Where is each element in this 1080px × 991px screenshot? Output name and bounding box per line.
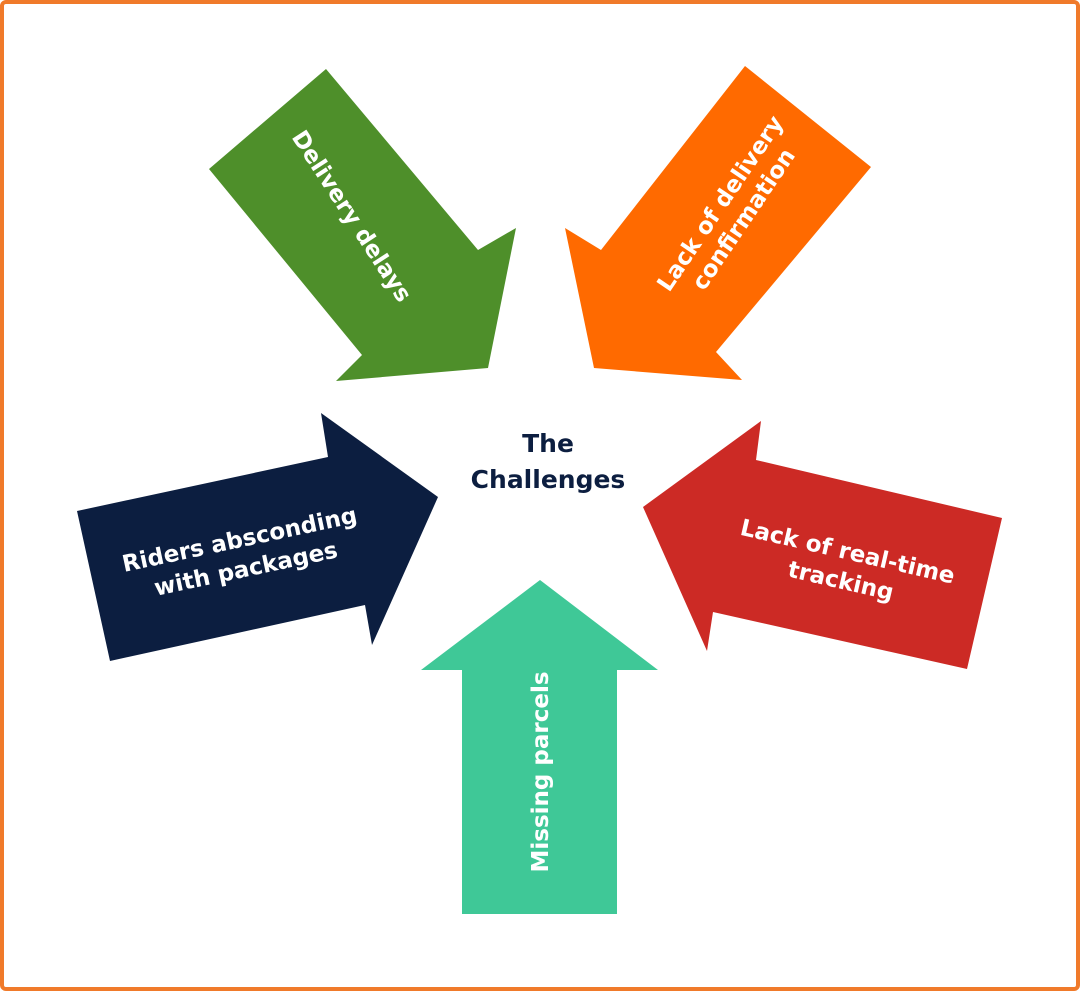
arrow-riders-absconding-shape [77, 413, 438, 661]
center-title: The Challenges [471, 429, 626, 494]
arrow-lack-of-delivery-confirmation: Lack of delivery confirmation [565, 66, 871, 380]
arrow-lack-of-real-time-tracking-shape [643, 421, 1002, 669]
center-title-line-2: Challenges [471, 465, 626, 494]
arrow-lack-of-real-time-tracking: Lack of real-time tracking [643, 421, 1002, 669]
arrow-missing-parcels-label: Missing parcels [528, 671, 554, 872]
arrow-delivery-delays-shape [209, 69, 516, 381]
arrow-missing-parcels-shape [421, 580, 658, 914]
arrow-riders-absconding: Riders absconding with packages [77, 413, 438, 661]
arrow-lack-of-delivery-confirmation-shape [565, 66, 871, 380]
center-title-line-1: The [522, 429, 574, 458]
arrow-delivery-delays: Delivery delays [209, 69, 516, 381]
arrow-missing-parcels: Missing parcels [421, 580, 658, 914]
